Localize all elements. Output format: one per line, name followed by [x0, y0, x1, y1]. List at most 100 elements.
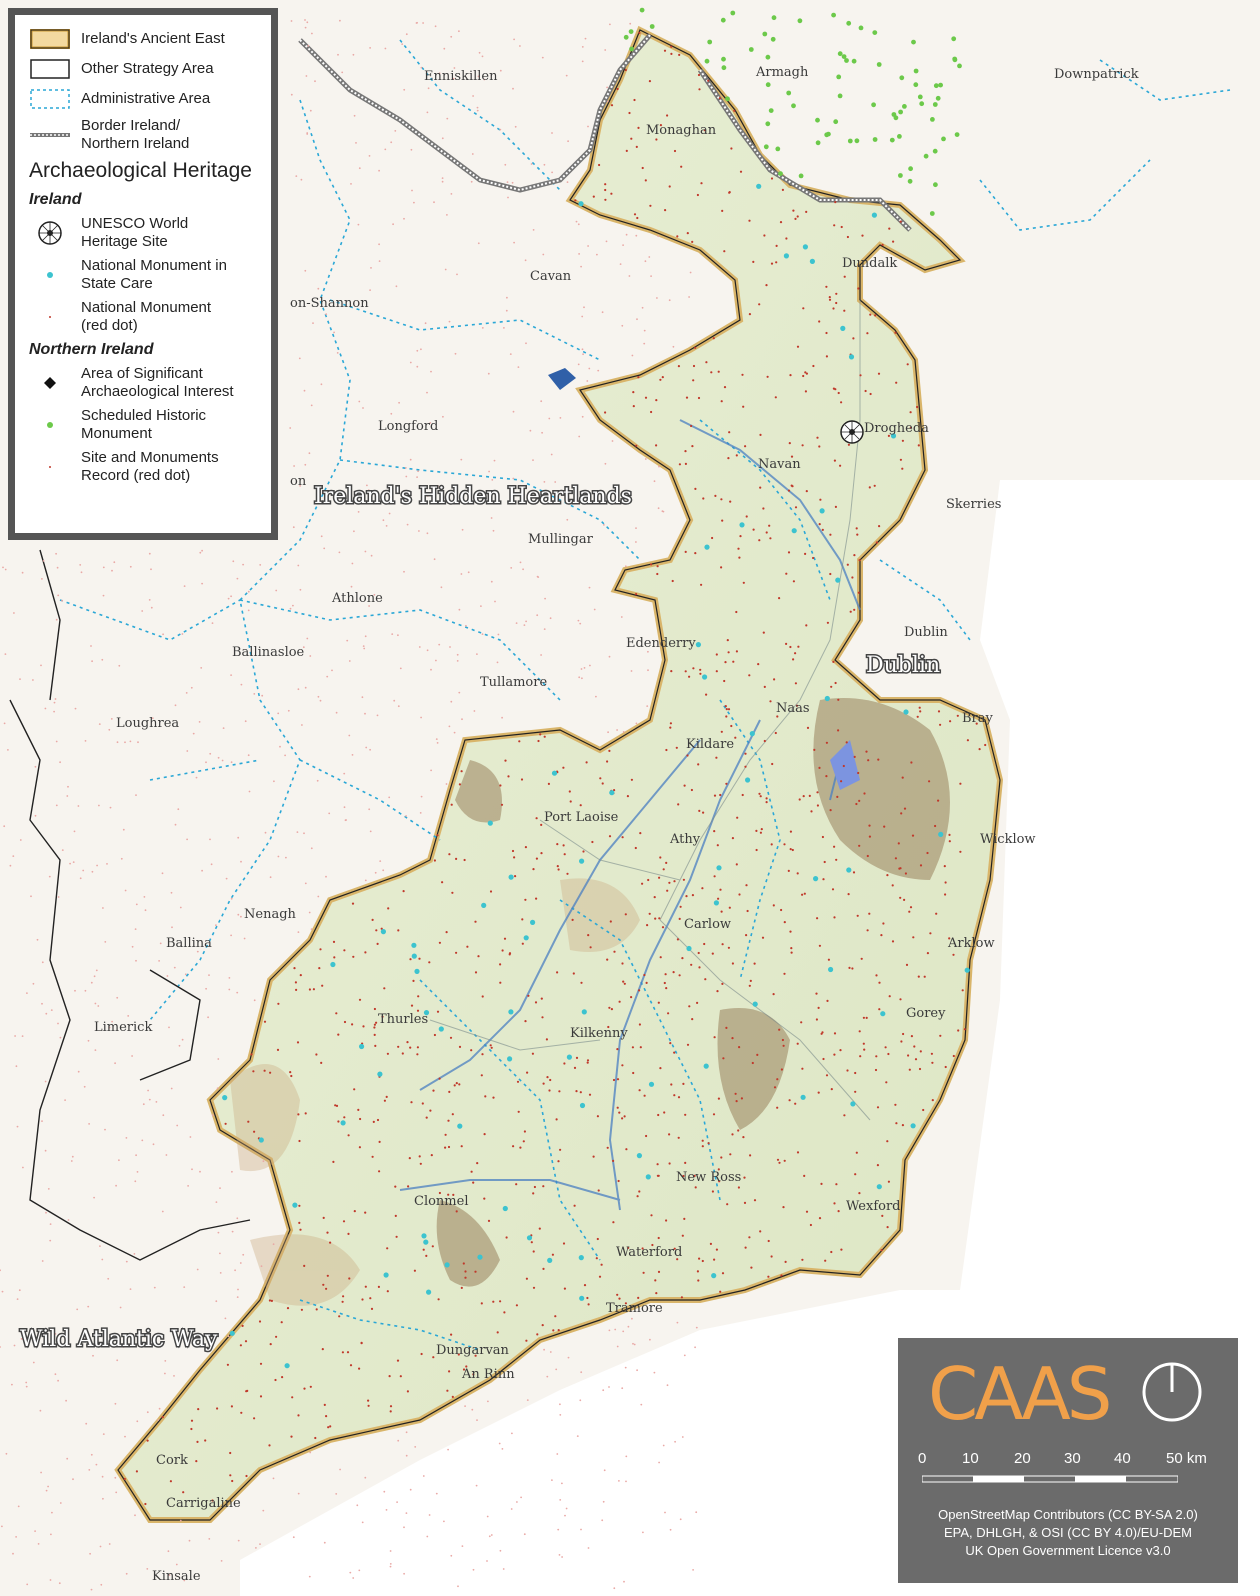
monument-dot	[657, 1236, 660, 1240]
monument-dot	[935, 912, 938, 915]
monument-dot	[369, 289, 371, 291]
monument-dot	[525, 1339, 528, 1342]
monument-dot	[237, 836, 240, 839]
monument-dot	[633, 213, 637, 216]
monument-dot	[855, 802, 858, 806]
monument-dot	[728, 191, 731, 194]
monument-dot	[636, 318, 638, 321]
monument-dot	[472, 95, 474, 97]
monument-dot	[746, 909, 749, 913]
monument-dot	[540, 654, 542, 656]
monument-dot	[418, 646, 421, 648]
monument-dot	[855, 1151, 858, 1154]
monument-dot	[840, 325, 846, 331]
monument-dot	[496, 1331, 499, 1334]
monument-dot	[85, 1422, 88, 1425]
monument-dot	[481, 633, 484, 635]
monument-dot	[429, 1109, 432, 1112]
monument-dot	[670, 45, 673, 48]
monument-dot	[461, 494, 463, 497]
monument-dot	[231, 1479, 234, 1483]
monument-dot	[651, 1243, 654, 1247]
monument-dot	[71, 1155, 74, 1158]
monument-dot	[420, 66, 423, 69]
monument-dot	[169, 1480, 172, 1483]
monument-dot	[426, 391, 428, 394]
monument-dot	[597, 1189, 600, 1192]
monument-dot	[204, 1439, 207, 1442]
monument-dot	[854, 1173, 857, 1176]
monument-dot	[264, 831, 267, 834]
monument-dot	[686, 754, 689, 757]
monument-dot	[625, 149, 628, 152]
monument-dot	[943, 865, 946, 868]
unesco-site-marker[interactable]	[840, 420, 864, 444]
monument-dot	[663, 1111, 666, 1114]
monument-dot	[765, 797, 768, 800]
monument-dot	[821, 835, 825, 839]
monument-dot	[41, 1002, 43, 1005]
monument-dot	[878, 1008, 881, 1011]
monument-dot	[744, 765, 747, 768]
monument-dot	[40, 664, 42, 667]
monument-dot	[938, 831, 944, 838]
monument-dot	[111, 1020, 113, 1023]
monument-dot	[455, 951, 458, 954]
monument-dot	[460, 1286, 463, 1289]
monument-dot	[567, 1356, 570, 1359]
monument-dot	[655, 1292, 658, 1295]
monument-dot	[832, 387, 836, 390]
monument-dot	[767, 1239, 770, 1243]
monument-dot	[899, 220, 902, 223]
monument-dot	[456, 273, 458, 276]
monument-dot	[645, 1134, 648, 1138]
monument-dot	[856, 914, 859, 917]
monument-dot	[588, 367, 591, 370]
monument-dot	[123, 1477, 126, 1481]
monument-dot	[843, 1114, 846, 1117]
monument-dot	[579, 858, 585, 864]
monument-dot	[441, 881, 444, 884]
monument-dot	[941, 136, 946, 142]
monument-dot	[899, 75, 905, 81]
monument-dot	[822, 878, 825, 881]
monument-dot	[625, 1148, 628, 1151]
monument-dot	[847, 893, 850, 896]
monument-dot	[559, 1148, 562, 1151]
monument-dot	[356, 1504, 359, 1507]
monument-dot	[802, 244, 809, 250]
monument-dot	[377, 1071, 383, 1077]
monument-dot	[604, 462, 607, 465]
monument-dot	[916, 405, 919, 409]
monument-dot	[913, 1045, 916, 1048]
legend-heading: Archaeological Heritage	[29, 159, 252, 182]
monument-dot	[373, 1026, 376, 1029]
monument-dot	[888, 995, 891, 998]
monument-dot	[829, 572, 832, 576]
monument-dot	[665, 748, 668, 752]
monument-dot	[704, 978, 707, 981]
monument-dot	[34, 1530, 36, 1532]
monument-dot	[527, 994, 530, 997]
monument-dot	[743, 1176, 746, 1179]
monument-dot	[559, 1403, 561, 1406]
place-label: Armagh	[755, 65, 809, 80]
monument-dot	[506, 181, 509, 184]
monument-dot	[513, 241, 515, 244]
monument-dot	[531, 1052, 535, 1055]
monument-dot	[723, 386, 727, 389]
monument-dot	[876, 1184, 882, 1190]
monument-dot	[134, 1514, 136, 1517]
place-label: Kildare	[686, 737, 734, 752]
monument-dot	[157, 1419, 160, 1421]
monument-dot	[383, 987, 386, 990]
monument-dot	[476, 653, 478, 655]
monument-dot	[825, 1074, 829, 1077]
monument-dot	[911, 39, 916, 45]
monument-dot	[735, 454, 738, 457]
monument-dot	[579, 1295, 585, 1301]
monument-dot	[364, 1211, 367, 1214]
monument-dot	[631, 1317, 633, 1320]
monument-dot	[632, 1342, 634, 1345]
